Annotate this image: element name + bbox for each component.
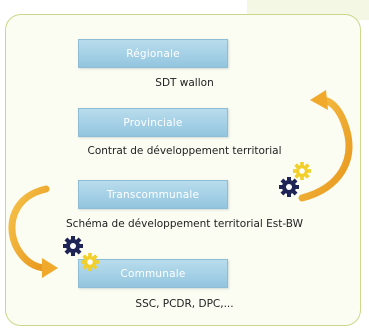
level-label-communale: Communale bbox=[120, 267, 186, 280]
gear-icon-light-left bbox=[81, 253, 99, 271]
level-caption-transcommunale: Schéma de développement territorial Est-… bbox=[66, 218, 303, 230]
level-caption-regionale: SDT wallon bbox=[155, 77, 214, 89]
level-label-transcommunale: Transcommunale bbox=[106, 188, 200, 201]
level-box-transcommunale: Transcommunale bbox=[78, 180, 228, 209]
curved-arrow-icon-left bbox=[8, 185, 58, 278]
gear-icon-dark-left bbox=[63, 236, 83, 256]
level-box-regionale: Régionale bbox=[78, 39, 228, 68]
gear-icon-light-right bbox=[293, 162, 311, 180]
gear-icon-dark-right bbox=[279, 177, 299, 197]
level-caption-provinciale: Contrat de développement territorial bbox=[87, 145, 282, 157]
level-box-provinciale: Provinciale bbox=[78, 108, 228, 137]
curved-arrow-icon-right bbox=[298, 90, 353, 202]
level-box-communale: Communale bbox=[78, 259, 228, 288]
level-caption-communale: SSC, PCDR, DPC,... bbox=[135, 298, 234, 310]
level-label-provinciale: Provinciale bbox=[123, 116, 183, 129]
level-label-regionale: Régionale bbox=[126, 47, 180, 60]
